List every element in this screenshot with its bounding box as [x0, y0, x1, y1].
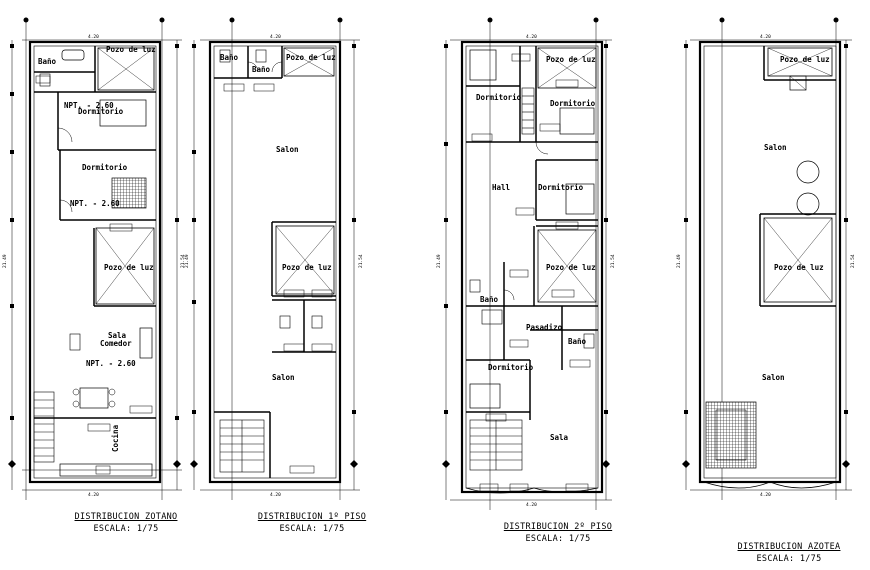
room-label: Salon [272, 373, 295, 382]
room-label: Dormitorio [82, 163, 128, 172]
room-label: Dormitorio [538, 183, 584, 192]
plan-scale: ESCALA: 1/75 [279, 524, 345, 534]
dimension-bottom: 4.20 [88, 492, 99, 498]
room-label: Dormitorio [476, 93, 522, 102]
caption-piso-1: DISTRIBUCION 1º PISO ESCALA: 1/75 [248, 512, 376, 534]
room-label: Dormitorio [78, 107, 124, 116]
plan-piso-1 [190, 17, 360, 500]
dimension-right: 21.54 [358, 254, 364, 268]
room-label: Baño [480, 295, 499, 304]
room-label: Pozo de luz [546, 263, 596, 272]
plan-zotano [8, 17, 182, 500]
level-label: NPT. - 2.60 [64, 101, 114, 110]
room-label: Hall [492, 183, 510, 192]
plan-scale: ESCALA: 1/75 [756, 554, 822, 564]
plan-scale: ESCALA: 1/75 [93, 524, 159, 534]
dimension-bottom: 4.20 [760, 492, 771, 498]
plan-piso-2-labels: Pozo de luz Dormitorio Dormitorio Hall D… [436, 34, 616, 508]
room-label: Comedor [100, 339, 132, 348]
dimension-top: 4.20 [526, 34, 537, 40]
level-label: NPT. - 2.60 [70, 199, 120, 208]
dimension-top: 4.20 [270, 34, 281, 40]
caption-azotea: DISTRIBUCION AZOTEA ESCALA: 1/75 [725, 542, 853, 564]
plan-title: DISTRIBUCION AZOTEA [737, 542, 841, 552]
room-label: Dormitorio [550, 99, 596, 108]
room-label: Dormitorio [488, 363, 534, 372]
plan-piso-1-labels: Baño Baño Pozo de luz Salon Pozo de luz … [184, 34, 364, 498]
caption-zotano: DISTRIBUCION ZOTANO ESCALA: 1/75 [62, 512, 190, 534]
room-label: Baño [568, 337, 587, 346]
dimension-right: 21.54 [180, 254, 186, 268]
room-label: Pozo de luz [286, 53, 336, 62]
dimension-bottom: 4.20 [270, 492, 281, 498]
plan-azotea [682, 17, 852, 500]
dimension-left: 21.49 [436, 254, 442, 268]
room-label: Pozo de luz [104, 263, 154, 272]
plan-title: DISTRIBUCION ZOTANO [74, 512, 178, 522]
plan-title: DISTRIBUCION 1º PISO [257, 512, 367, 522]
plan-piso-2 [442, 17, 612, 510]
dimension-top: 4.20 [88, 34, 99, 40]
room-label: Baño [220, 53, 239, 62]
room-label: Pozo de luz [780, 55, 830, 64]
dimension-left: 21.49 [184, 254, 190, 268]
plan-scale: ESCALA: 1/75 [525, 534, 591, 544]
plan-title: DISTRIBUCION 2º PISO [503, 522, 613, 532]
level-label: NPT. - 2.60 [86, 359, 136, 368]
room-label: Pozo de luz [106, 45, 156, 54]
room-label: Pozo de luz [282, 263, 332, 272]
room-label: Sala [108, 331, 127, 340]
room-label: Salon [764, 143, 787, 152]
plan-zotano-labels: Pozo de luz Baño NPT. - 2.60 Dormitorio … [2, 34, 186, 498]
dimension-right: 21.54 [610, 254, 616, 268]
dimension-left: 21.49 [676, 254, 682, 268]
dimension-top: 4.20 [760, 34, 771, 40]
plan-azotea-labels: Pozo de luz Salon Pozo de luz Salon 4.20… [676, 34, 856, 498]
room-label: Pasadizo [526, 323, 563, 332]
room-label: Cocina [111, 424, 120, 452]
room-label: Baño [252, 65, 271, 74]
room-label: Sala [550, 433, 569, 442]
caption-piso-2: DISTRIBUCION 2º PISO ESCALA: 1/75 [494, 522, 622, 544]
dimension-left: 21.49 [2, 254, 8, 268]
room-label: Pozo de luz [546, 55, 596, 64]
dimension-right: 21.54 [850, 254, 856, 268]
room-label: Baño [38, 57, 57, 66]
room-label: Salon [762, 373, 785, 382]
room-label: Salon [276, 145, 299, 154]
room-label: Pozo de luz [774, 263, 824, 272]
dimension-bottom: 4.20 [526, 502, 537, 508]
